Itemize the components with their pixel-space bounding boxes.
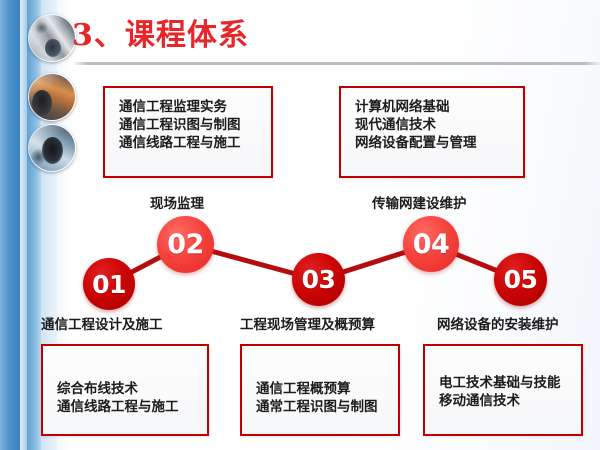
course-line: 通信工程监理实务 [119, 99, 227, 115]
node-caption-02: 现场监理 [150, 196, 204, 212]
node-caption-03: 工程现场管理及概预算 [240, 317, 375, 333]
course-box-bottom-1-text: 综合布线技术 通信线路工程与施工 [57, 380, 179, 416]
node-caption-05: 网络设备的安装维护 [437, 317, 559, 333]
course-line: 通常工程识图与制图 [256, 399, 378, 415]
photo-bubble-cable [28, 14, 76, 62]
photo-bubble-person-image [29, 74, 75, 120]
photo-bubble-person-highlight [50, 79, 69, 100]
course-box-bottom-2-text: 通信工程概预算 通常工程识图与制图 [256, 380, 378, 416]
slide-title: 3、课程体系 [72, 18, 249, 53]
course-box-top-left-text: 通信工程监理实务 通信工程识图与制图 通信线路工程与施工 [119, 98, 241, 152]
course-line: 网络设备配置与管理 [355, 135, 477, 151]
course-box-bottom-1: 综合布线技术 通信线路工程与施工 [41, 344, 209, 436]
photo-bubble-globe-image [29, 125, 75, 171]
node-caption-04: 传输网建设维护 [372, 196, 467, 212]
course-line: 通信工程识图与制图 [119, 117, 241, 133]
band-stripe-1 [0, 0, 20, 450]
node-05[interactable]: 05 [494, 253, 547, 306]
course-box-bottom-3-text: 电工技术基础与技能 移动通信技术 [439, 374, 561, 410]
course-box-bottom-2: 通信工程概预算 通常工程识图与制图 [240, 344, 400, 436]
course-line: 通信线路工程与施工 [119, 135, 241, 151]
photo-bubble-person-subject [31, 89, 52, 117]
node-02[interactable]: 02 [157, 216, 214, 273]
course-line: 综合布线技术 [57, 381, 138, 397]
course-line: 移动通信技术 [439, 393, 520, 409]
course-line: 通信线路工程与施工 [57, 399, 179, 415]
node-03[interactable]: 03 [292, 253, 345, 306]
course-box-bottom-3: 电工技术基础与技能 移动通信技术 [423, 344, 583, 436]
node-01[interactable]: 01 [83, 258, 135, 310]
course-line: 电工技术基础与技能 [439, 375, 561, 391]
photo-bubble-globe-subject [41, 136, 64, 164]
node-04[interactable]: 04 [403, 216, 459, 272]
photo-bubble-cable-subject [44, 38, 62, 58]
course-box-top-right: 计算机网络基础 现代通信技术 网络设备配置与管理 [339, 86, 525, 178]
title-divider [72, 62, 600, 65]
course-line: 通信工程概预算 [256, 381, 351, 397]
photo-bubble-person [28, 73, 76, 121]
photo-bubble-cable-image [29, 15, 75, 61]
course-box-top-left: 通信工程监理实务 通信工程识图与制图 通信线路工程与施工 [103, 86, 273, 178]
photo-bubble-cable-highlight [34, 22, 49, 35]
course-line: 计算机网络基础 [355, 99, 450, 115]
photo-bubble-globe [28, 124, 76, 172]
course-box-top-right-text: 计算机网络基础 现代通信技术 网络设备配置与管理 [355, 98, 477, 152]
course-line: 现代通信技术 [355, 117, 436, 133]
band-stripe-2 [20, 0, 27, 450]
node-caption-01: 通信工程设计及施工 [41, 317, 163, 333]
